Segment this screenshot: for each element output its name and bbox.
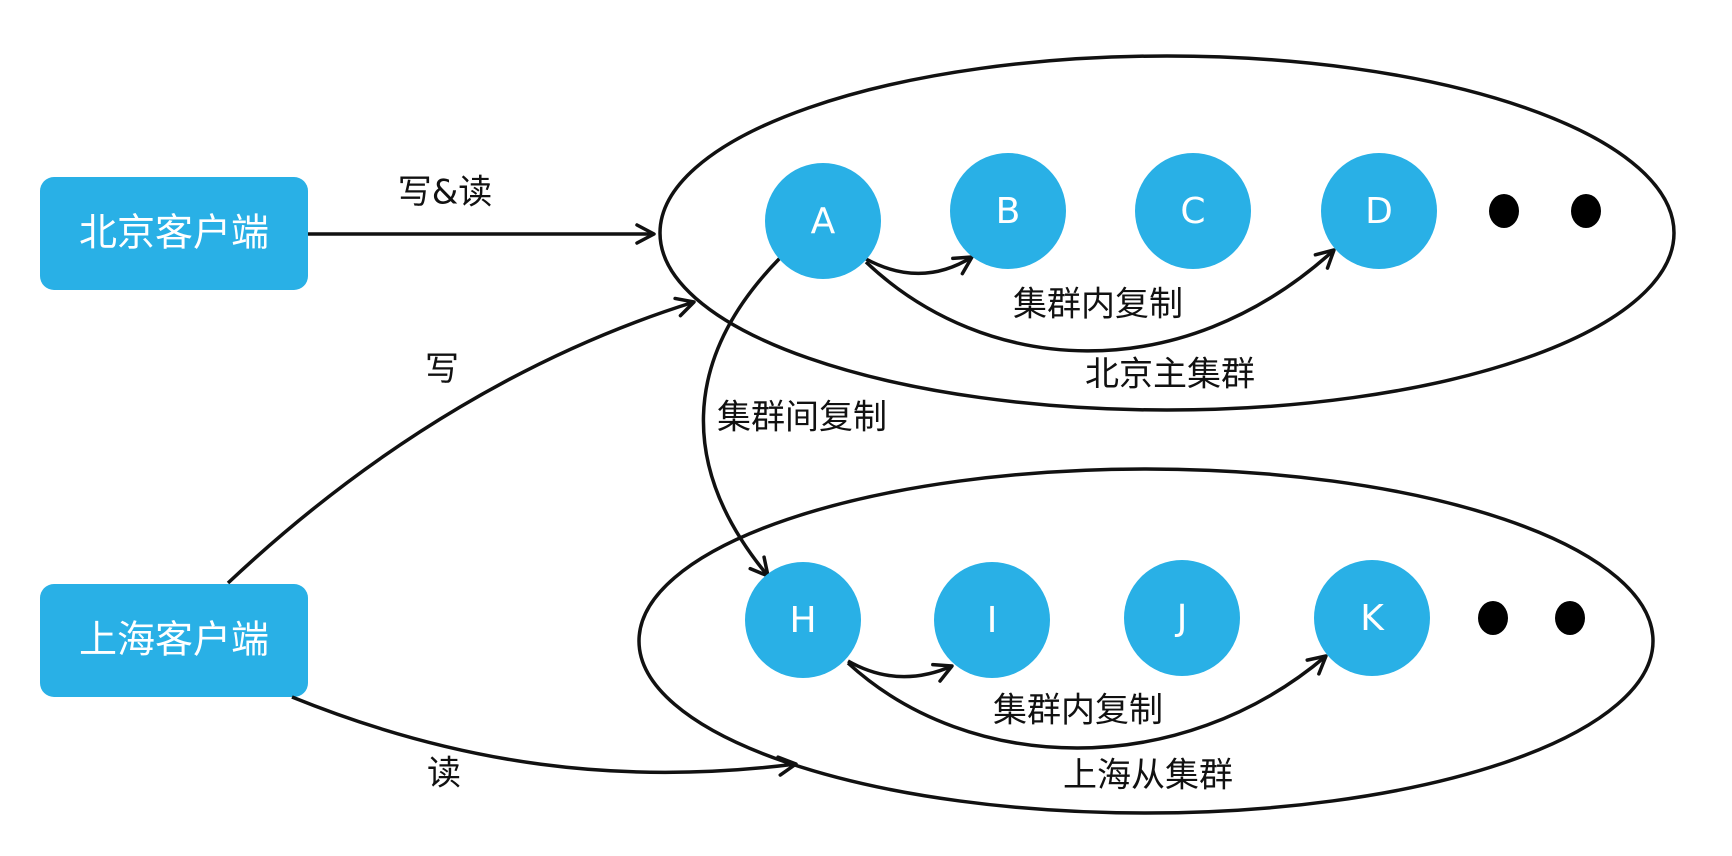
edge-sh-h-to-i — [847, 659, 954, 683]
svg-text:H: H — [789, 600, 816, 641]
shanghai-cluster-ellipse — [637, 467, 1655, 815]
beijing-client-label: 北京客户端 — [79, 211, 269, 255]
shanghai-client: 上海客户端 — [40, 584, 308, 697]
edge-inter-replication — [701, 256, 782, 578]
svg-text:C: C — [1180, 191, 1205, 232]
edge-sh-h-to-k — [846, 654, 1328, 750]
shanghai-client-label: 上海客户端 — [79, 618, 269, 662]
label-bj-intra-replication: 集群内复制 — [1013, 285, 1183, 325]
label-inter-replication: 集群间复制 — [717, 398, 887, 438]
label-sh-read: 读 — [427, 754, 461, 794]
svg-text:K: K — [1360, 598, 1385, 639]
edge-shanghai-read — [291, 695, 798, 777]
node-H: H — [745, 562, 861, 678]
node-I: I — [934, 562, 1050, 678]
label-bj-write-read: 写&读 — [398, 173, 493, 213]
node-B: B — [950, 153, 1066, 269]
label-shanghai-cluster: 上海从集群 — [1063, 756, 1233, 796]
beijing-client: 北京客户端 — [40, 177, 308, 290]
svg-text:I: I — [987, 600, 998, 641]
node-K: K — [1314, 560, 1430, 676]
svg-text:A: A — [811, 201, 836, 242]
ellipsis-dot-shanghai-2 — [1555, 601, 1585, 635]
label-sh-intra-replication: 集群内复制 — [993, 691, 1163, 731]
edge-bj-a-to-d — [864, 248, 1336, 353]
ellipsis-dot-shanghai-1 — [1478, 601, 1508, 635]
ellipsis-dot-beijing-2 — [1571, 194, 1601, 228]
edge-bj-a-to-b — [865, 255, 974, 276]
edge-shanghai-write — [226, 296, 696, 585]
svg-text:D: D — [1365, 191, 1393, 232]
label-sh-write: 写 — [425, 350, 459, 390]
svg-text:B: B — [996, 191, 1021, 232]
node-C: C — [1135, 153, 1251, 269]
ellipsis-dot-beijing-1 — [1489, 194, 1519, 228]
node-D: D — [1321, 153, 1437, 269]
svg-text:J: J — [1175, 598, 1188, 639]
node-A: A — [765, 163, 881, 279]
label-beijing-cluster: 北京主集群 — [1085, 355, 1255, 395]
node-J: J — [1124, 560, 1240, 676]
beijing-cluster-ellipse — [658, 54, 1676, 412]
